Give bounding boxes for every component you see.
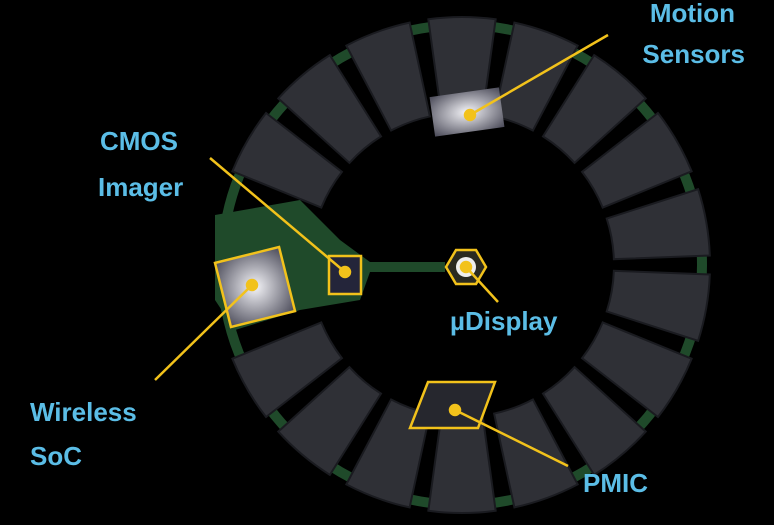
- ring-segment: [276, 365, 383, 477]
- ring-segment: [231, 321, 344, 419]
- ring-segment: [276, 53, 383, 165]
- ring-segment: [580, 111, 693, 209]
- label-pmic: PMIC: [583, 468, 648, 498]
- label-motion: Motion: [650, 0, 735, 28]
- label-cmos: CMOS: [100, 126, 178, 156]
- ring-segment: [541, 53, 648, 165]
- ring-segment: [344, 21, 432, 132]
- ring-segment: [580, 321, 693, 419]
- ring-segment: [427, 414, 497, 514]
- ring-segment: [492, 398, 580, 509]
- label-sensors: Sensors: [642, 39, 745, 69]
- label-wireless: Wireless: [30, 397, 137, 427]
- ring-segment: [231, 111, 344, 209]
- ring-segments: [231, 16, 711, 514]
- ring-segment: [541, 365, 648, 477]
- ring-segment: [605, 269, 711, 343]
- label-soc: SoC: [30, 441, 82, 471]
- label-imager: Imager: [98, 172, 183, 202]
- ring-segment: [605, 187, 711, 261]
- callout-lines: [154, 33, 609, 468]
- label-micro-display: µDisplay: [450, 306, 558, 336]
